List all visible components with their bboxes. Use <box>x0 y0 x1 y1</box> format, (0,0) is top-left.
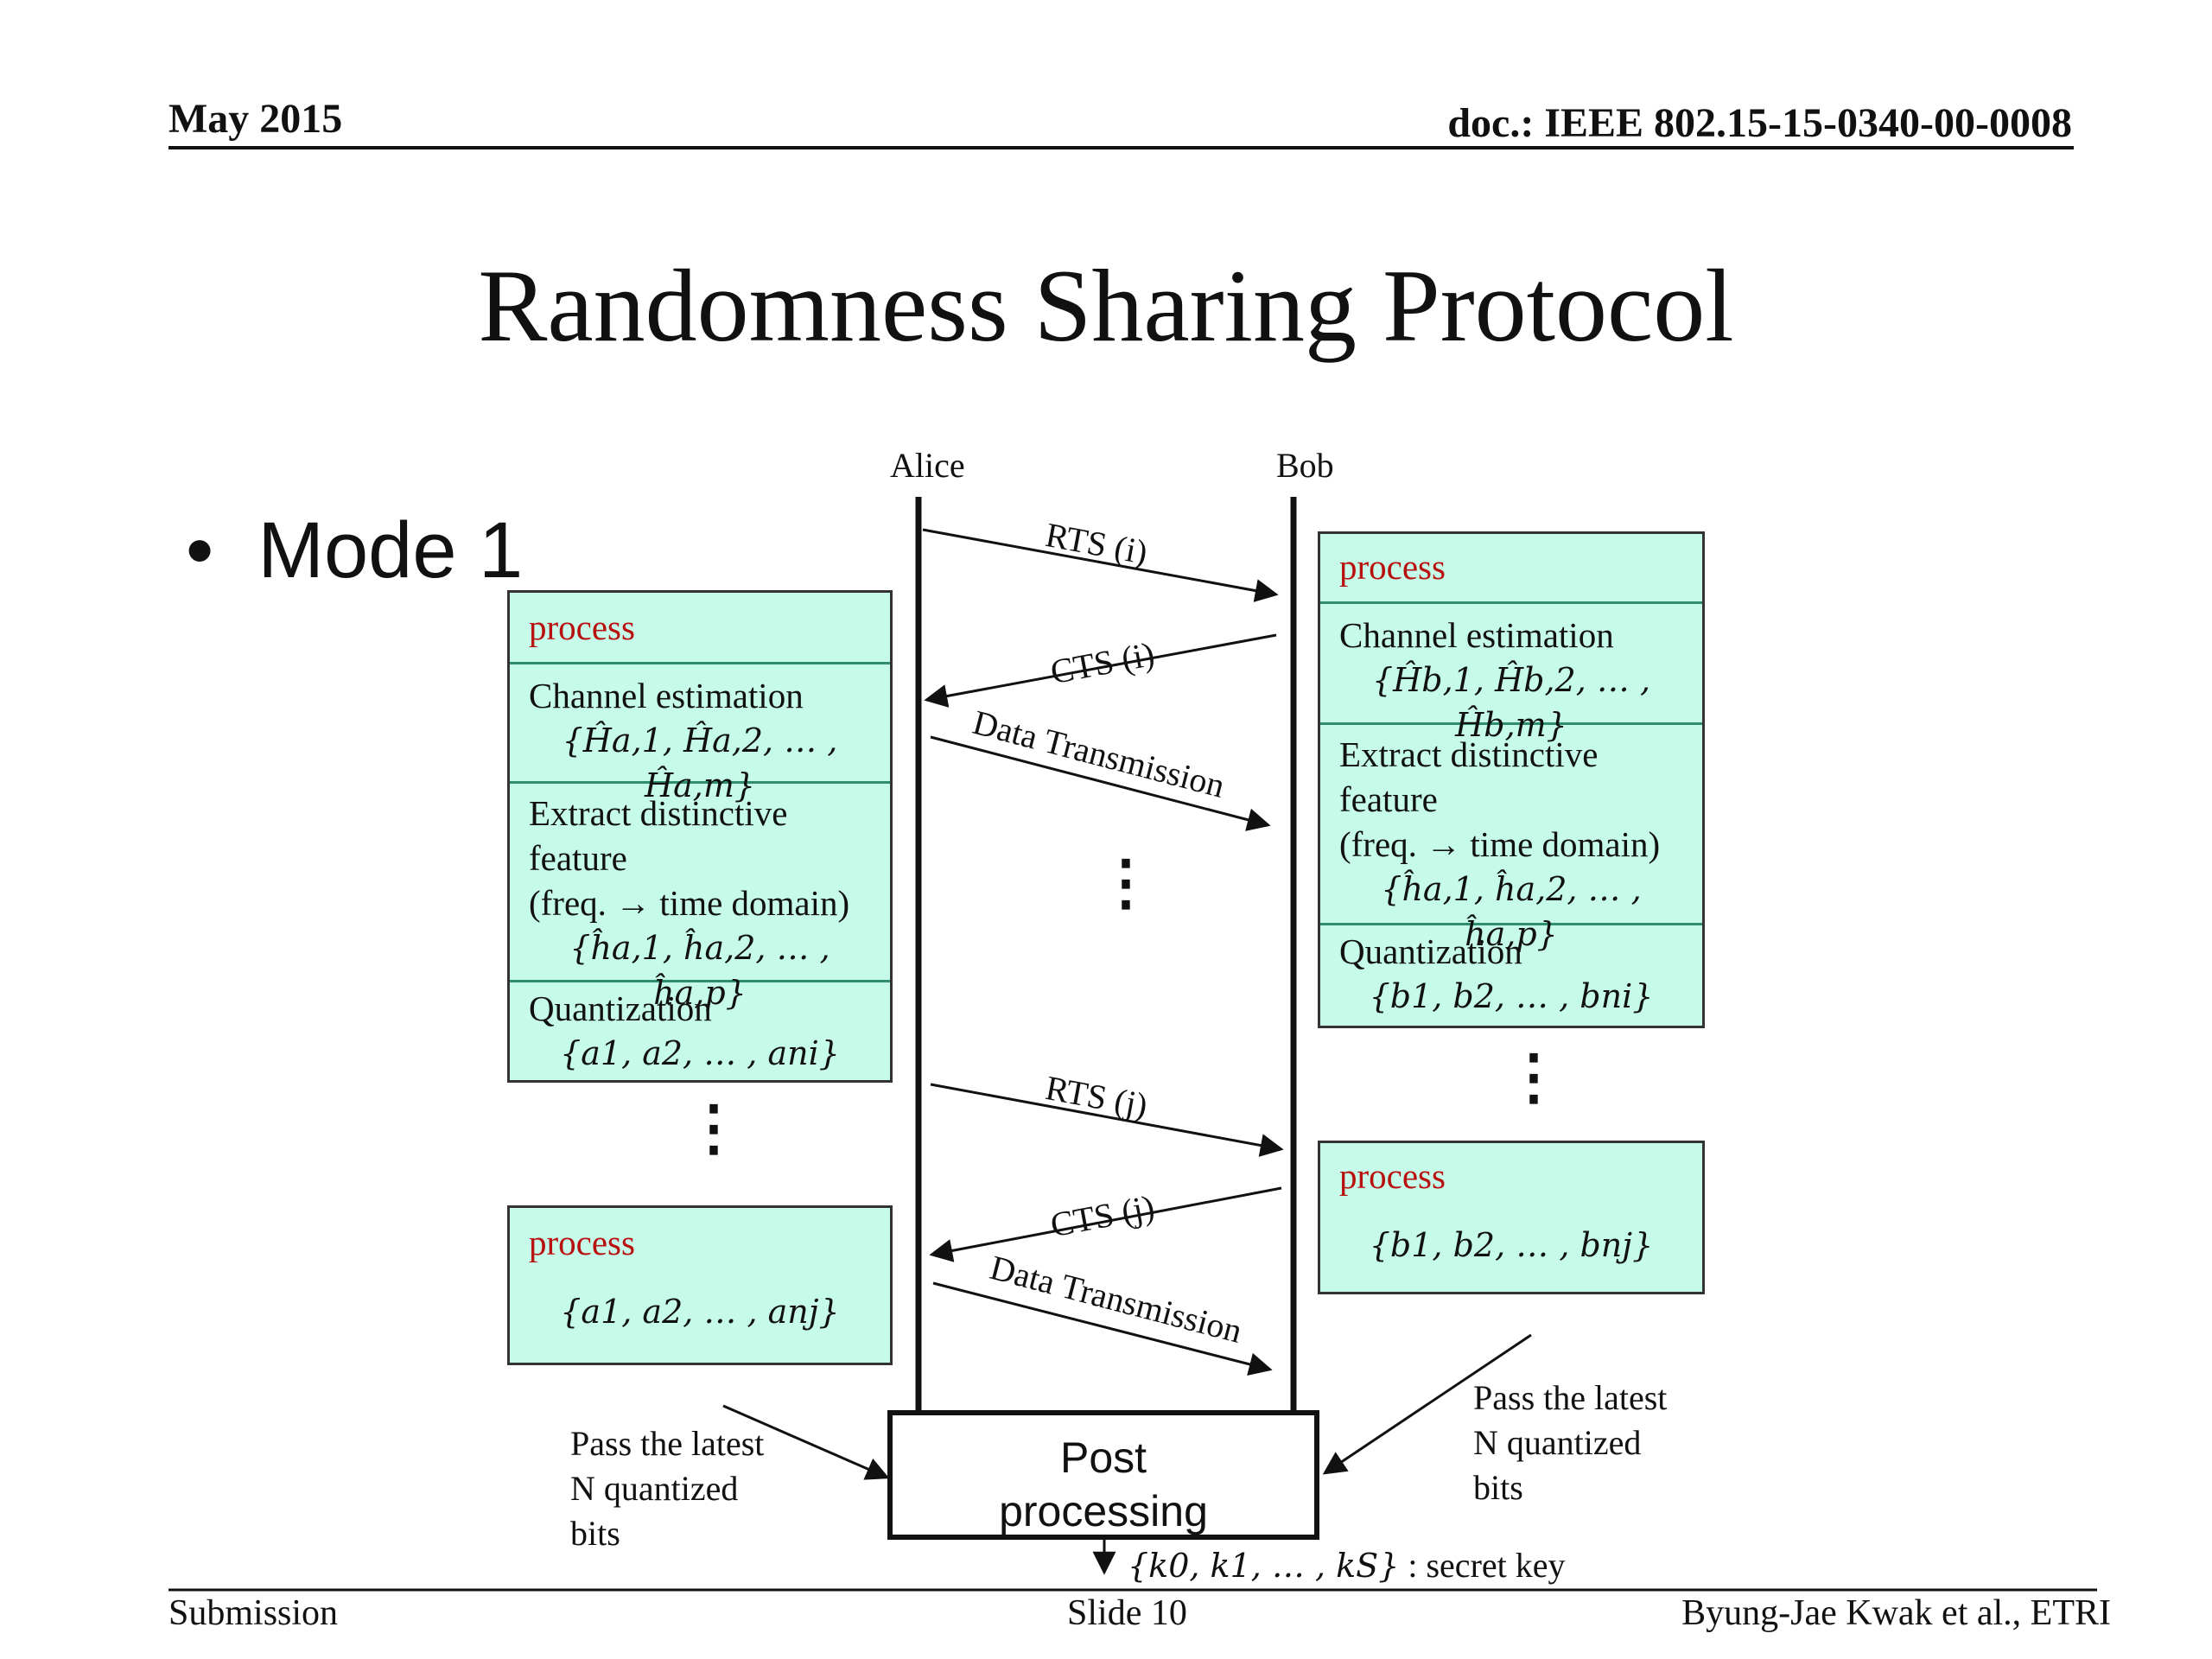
pass-left-label: Pass the latest N quantized bits <box>570 1421 764 1556</box>
footer-author: Byung-Jae Kwak et al., ETRI <box>1681 1593 2111 1633</box>
alice-quant-section: Quantization {a1, a2, … , ani} <box>510 980 890 1080</box>
bullet-dot: • <box>186 506 214 594</box>
post-line2: processing <box>999 1487 1208 1535</box>
post-line1: Post <box>1059 1433 1147 1482</box>
participant-alice: Alice <box>890 446 965 485</box>
alice-quant-title: Quantization <box>529 988 712 1028</box>
bob-feature-set: {ĥa,1, ĥa,2, … , ĥa,p} <box>1381 870 1642 953</box>
bob-extract-line1: Extract distinctive <box>1339 734 1599 774</box>
alice-process-box: process Channel estimation {Ĥa,1, Ĥa,2, … <box>507 590 893 1083</box>
bob-extract-line2: feature <box>1339 779 1438 819</box>
alice-process2-label: process <box>529 1223 635 1262</box>
bob-channel-title: Channel estimation <box>1339 615 1614 655</box>
arrow-data-2 <box>932 1281 1273 1376</box>
bullet-item: • Mode 1 <box>186 505 523 596</box>
alice-process-label: process <box>529 607 635 647</box>
bob-extract-section: Extract distinctive feature (freq. → tim… <box>1320 722 1702 953</box>
bob-extract-line3: (freq. → time domain) <box>1339 824 1661 864</box>
footer-submission: Submission <box>168 1593 339 1633</box>
alice-process-box-2: process {a1, a2, … , anj} <box>507 1205 893 1365</box>
alice-extract-line1: Extract distinctive <box>529 793 788 833</box>
pass-left-line3: bits <box>570 1514 620 1553</box>
slide-title: Randomness Sharing Protocol <box>478 248 1734 363</box>
arrow-pass-left <box>722 1404 890 1480</box>
bob-process2-content: process {b1, b2, … , bnj} <box>1320 1143 1702 1268</box>
alice-process2-set: {a1, a2, … , anj} <box>560 1293 840 1331</box>
ellipsis-right: ⋮ <box>1503 1045 1564 1111</box>
header-rule <box>168 146 2074 149</box>
alice-extract-section: Extract distinctive feature (freq. → tim… <box>510 781 890 1012</box>
alice-channel-section: Channel estimation {Ĥa,1, Ĥa,2, … , Ĥa,m… <box>510 662 890 804</box>
bob-process-label: process <box>1339 547 1446 587</box>
alice-extract-line2: feature <box>529 838 627 878</box>
alice-quant-set: {a1, a2, … , ani} <box>560 1034 840 1072</box>
header-doc-id: doc.: IEEE 802.15-15-0340-00-0008 <box>1447 100 2072 146</box>
secret-key-label: {k0, k1, … , kS} : secret key <box>1128 1545 1566 1586</box>
footer-slide-number: Slide 10 <box>1067 1593 1187 1633</box>
arrow-pass-right <box>1322 1333 1532 1475</box>
arrow-cts-i <box>924 633 1277 708</box>
alice-channel-set: {Ĥa,1, Ĥa,2, … , Ĥa,m} <box>562 721 838 804</box>
secret-key-text: : secret key <box>1408 1546 1566 1585</box>
bob-quant-set: {b1, b2, … , bni} <box>1369 977 1654 1015</box>
pass-left-line1: Pass the latest <box>570 1424 765 1463</box>
pass-right-line2: N quantized <box>1473 1423 1642 1462</box>
bob-process2-set: {b1, b2, … , bnj} <box>1369 1226 1654 1264</box>
arrow-cts-j <box>929 1186 1282 1262</box>
alice-process2-content: process {a1, a2, … , anj} <box>510 1208 890 1334</box>
secret-key-set: {k0, k1, … , kS} <box>1128 1547 1400 1585</box>
bob-channel-set: {Ĥb,1, Ĥb,2, … , Ĥb,m} <box>1371 661 1651 744</box>
bob-quant-title: Quantization <box>1339 931 1522 971</box>
pass-right-line1: Pass the latest <box>1473 1378 1668 1417</box>
pass-left-line2: N quantized <box>570 1469 739 1508</box>
alice-feature-set: {ĥa,1, ĥa,2, … , ĥa,p} <box>569 929 830 1012</box>
alice-channel-title: Channel estimation <box>529 676 804 715</box>
ellipsis-left: ⋮ <box>683 1096 744 1162</box>
ellipsis-center: ⋮ <box>1096 850 1156 917</box>
pass-right-label: Pass the latest N quantized bits <box>1473 1376 1667 1510</box>
post-processing-box: Post processing <box>887 1410 1319 1540</box>
participant-bob: Bob <box>1276 446 1334 485</box>
alice-process-header: process <box>510 593 890 662</box>
arrow-rts-j <box>930 1083 1284 1157</box>
pass-right-line3: bits <box>1473 1468 1523 1507</box>
bullet-text: Mode 1 <box>257 506 524 594</box>
header-date: May 2015 <box>168 96 343 142</box>
bob-process2-label: process <box>1339 1156 1446 1196</box>
bob-process-box-2: process {b1, b2, … , bnj} <box>1318 1141 1705 1294</box>
arrow-rts-i <box>922 528 1279 602</box>
bob-process-header: process <box>1320 534 1702 601</box>
arrow-data-1 <box>930 735 1271 831</box>
bob-process-box: process Channel estimation {Ĥb,1, Ĥb,2, … <box>1318 531 1705 1028</box>
bob-quant-section: Quantization {b1, b2, … , bni} <box>1320 923 1702 1026</box>
bob-channel-section: Channel estimation {Ĥb,1, Ĥb,2, … , Ĥb,m… <box>1320 601 1702 744</box>
alice-extract-line3: (freq. → time domain) <box>529 883 850 923</box>
